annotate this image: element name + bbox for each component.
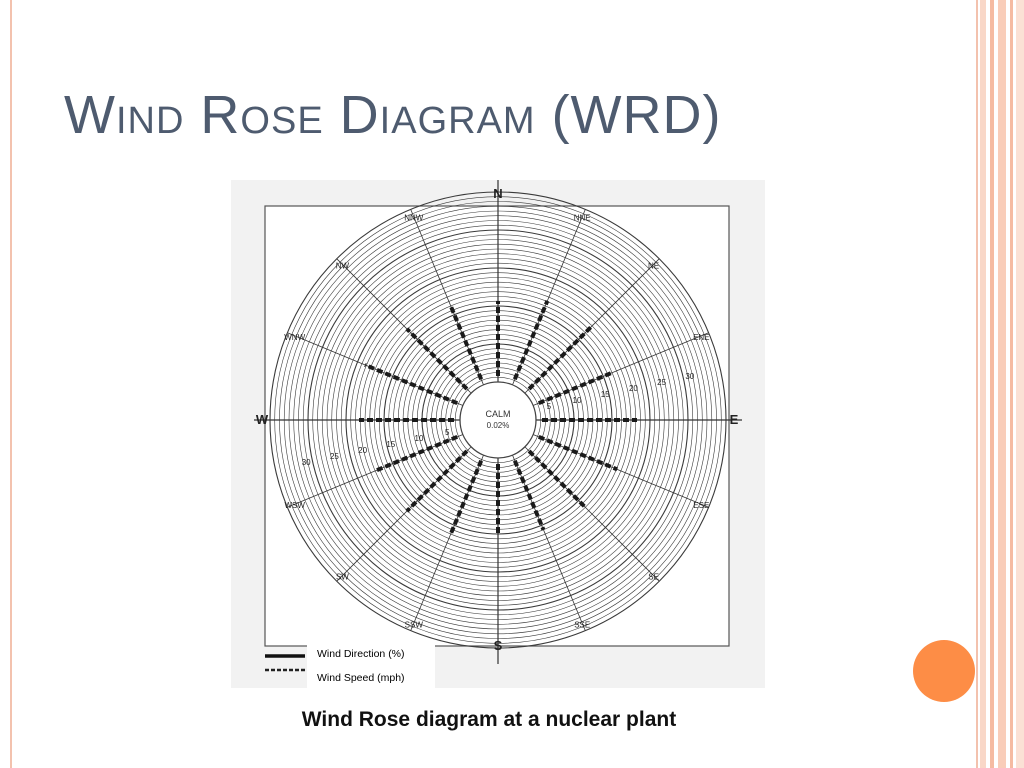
spoke-nne — [512, 209, 586, 386]
bar-sse — [512, 459, 546, 531]
direction-label-ssw: SSW — [405, 620, 424, 629]
spoke-ene — [532, 332, 709, 406]
spoke-wnw — [287, 332, 464, 406]
direction-label-e: E — [730, 412, 739, 427]
wind-rose-figure: CALM 0.02% N NNE NE ENE E ESE SE SSE S SSW SW WSW W W… — [231, 180, 765, 688]
bar-wsw — [373, 434, 459, 474]
bar-sw — [405, 449, 469, 513]
spoke-sw — [336, 446, 472, 582]
legend: Wind Direction (%) Wind Speed (mph) — [307, 642, 435, 690]
bar-ne — [527, 323, 595, 391]
direction-label-nnw: NNW — [404, 214, 424, 223]
scale-label-west: 25 — [330, 452, 339, 461]
bar-nw — [405, 327, 469, 391]
scale-label-west: 15 — [386, 440, 395, 449]
scale-label-west: 5 — [445, 428, 450, 437]
decorative-stripes — [980, 0, 1024, 768]
spoke-ne — [524, 258, 660, 394]
scale-label-east: 25 — [657, 378, 666, 387]
direction-label-ese: ESE — [693, 501, 709, 510]
direction-label-ene: ENE — [693, 333, 709, 342]
direction-label-w: W — [256, 412, 269, 427]
scale-label-east: 20 — [629, 384, 638, 393]
scale-label-east: 5 — [547, 402, 552, 411]
direction-label-se: SE — [648, 573, 659, 582]
direction-label-n: N — [493, 186, 502, 201]
legend-swatches — [265, 654, 305, 672]
legend-direction-label: Wind Direction (%) — [317, 648, 405, 660]
wind-rose-diagram: CALM 0.02% N NNE NE ENE E ESE SE SSE S SSW SW WSW W W… — [254, 180, 742, 672]
bar-se — [527, 449, 588, 510]
direction-bars — [359, 300, 637, 536]
calm-value: 0.02% — [487, 421, 510, 430]
slide-title: Wind Rose Diagram (WRD) — [64, 85, 722, 145]
scale-labels: 5 5 10 10 15 15 20 20 25 25 30 30 — [302, 372, 695, 467]
scale-label-east: 10 — [573, 396, 582, 405]
bar-nne — [512, 300, 550, 381]
legend-speed-label: Wind Speed (mph) — [317, 672, 405, 684]
spoke-ese — [532, 434, 709, 508]
direction-labels: N NNE NE ENE E ESE SE SSE S SSW SW WSW W WNW NW NNW — [256, 186, 739, 653]
scale-label-west: 30 — [302, 458, 311, 467]
spoke-se — [524, 446, 660, 582]
bar-ese — [537, 434, 618, 472]
bar-nnw — [448, 304, 484, 381]
orange-circle-decoration — [913, 640, 975, 702]
bar-ene — [537, 370, 614, 406]
scale-label-east: 30 — [685, 372, 694, 381]
calm-label: CALM — [485, 409, 510, 419]
spoke-sse — [512, 454, 586, 631]
direction-label-wsw: WSW — [284, 501, 305, 510]
spoke-nnw — [410, 209, 484, 386]
spoke-ssw — [410, 454, 484, 631]
figure-caption: Wind Rose diagram at a nuclear plant — [301, 708, 677, 731]
direction-label-ne: NE — [648, 261, 659, 270]
scale-label-east: 15 — [601, 390, 610, 399]
direction-label-nne: NNE — [574, 214, 591, 223]
direction-label-nw: NW — [336, 261, 350, 270]
bar-ssw — [448, 459, 484, 536]
scale-label-west: 10 — [415, 434, 424, 443]
direction-label-sw: SW — [336, 573, 349, 582]
direction-label-wnw: WNW — [284, 333, 305, 342]
calm-circle — [459, 381, 537, 459]
scale-label-west: 20 — [358, 446, 367, 455]
direction-spokes — [254, 180, 742, 664]
spoke-wsw — [287, 434, 464, 508]
spoke-nw — [336, 258, 472, 394]
direction-label-sse: SSE — [574, 620, 590, 629]
bar-wnw — [364, 363, 459, 406]
direction-label-s: S — [494, 638, 503, 653]
